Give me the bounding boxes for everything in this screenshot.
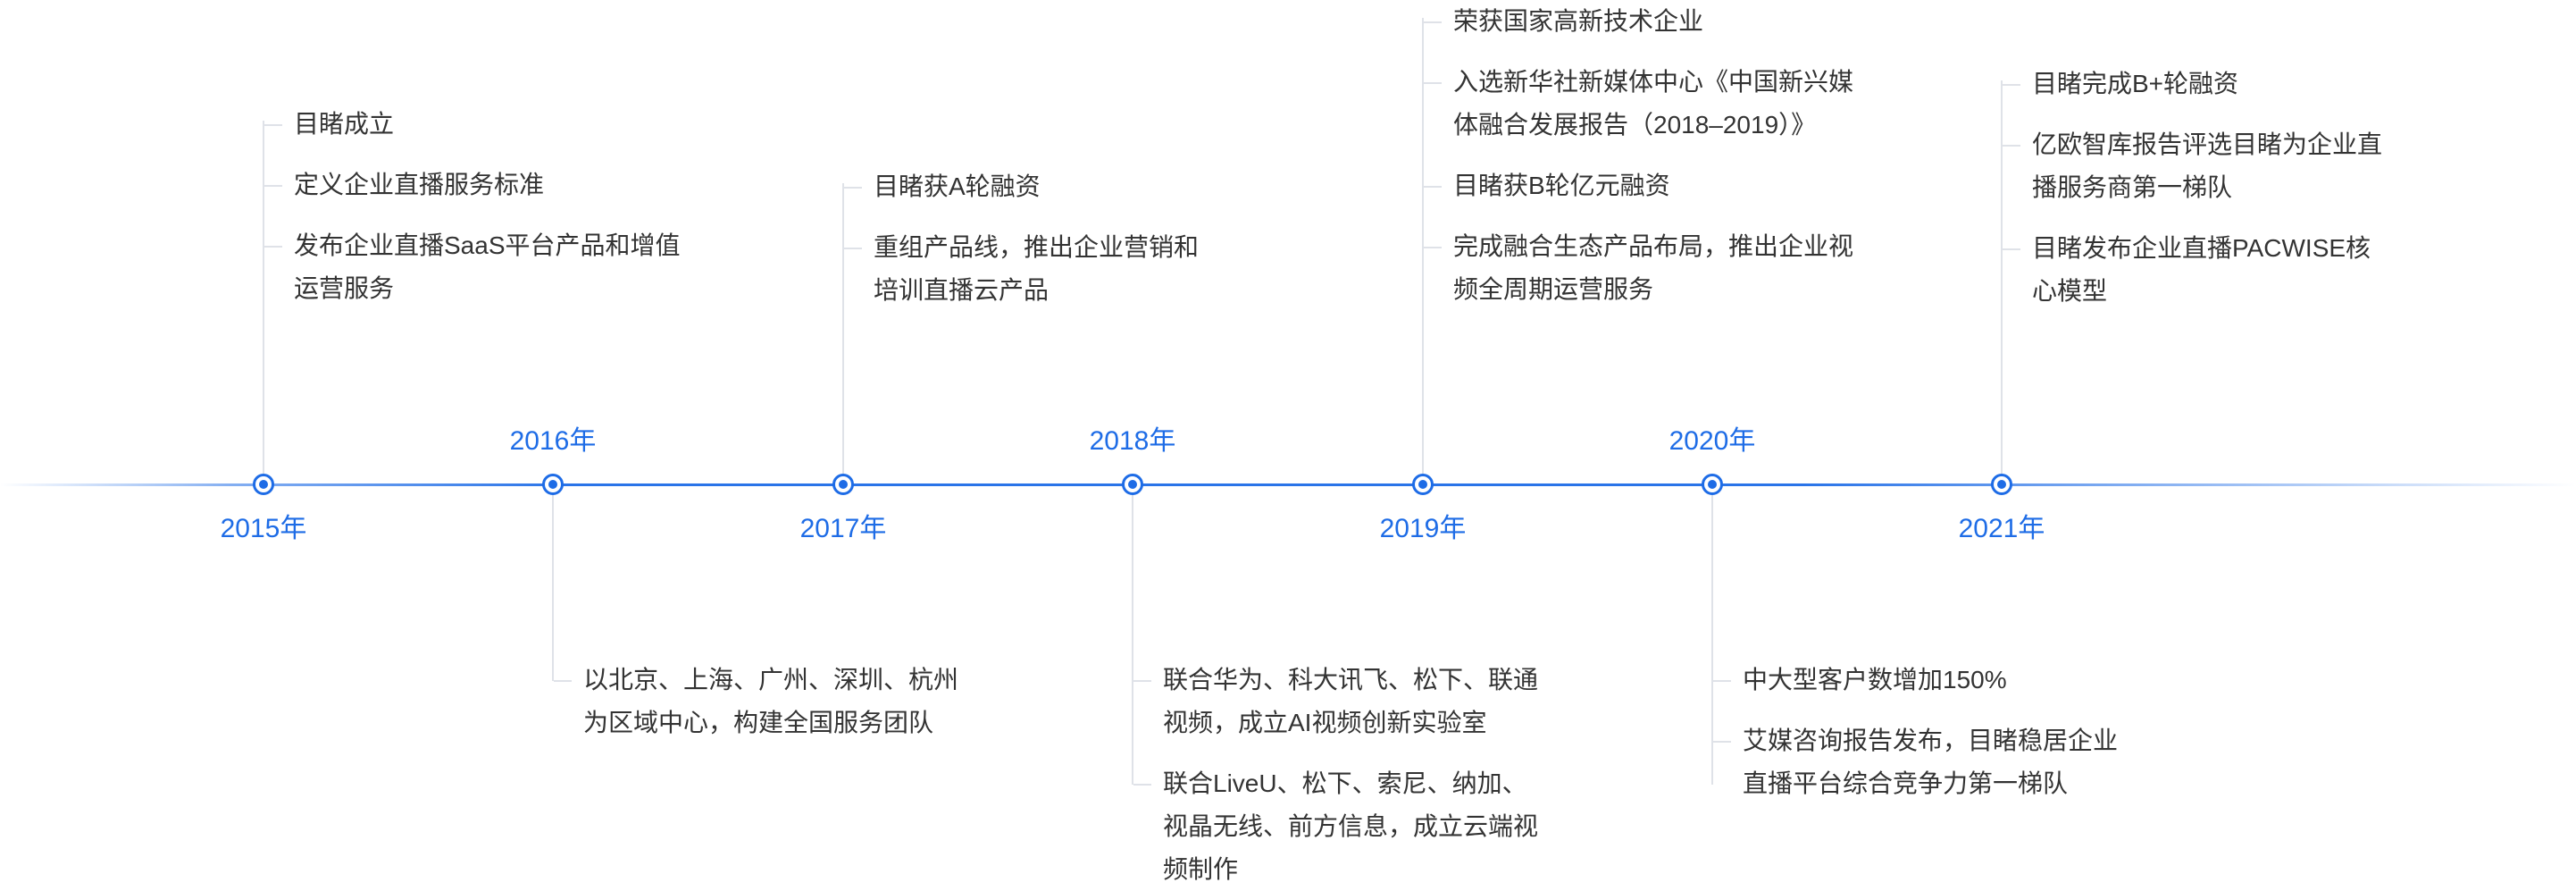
year-label: 2016年 — [509, 426, 597, 456]
event-item: 目睹获A轮融资 — [844, 165, 1213, 208]
event-item: 完成融合生态产品布局，推出企业视频全周期运营服务 — [1424, 225, 1873, 311]
timeline-node — [832, 474, 854, 495]
event-item: 目睹成立 — [264, 103, 687, 146]
event-group: 中大型客户数增加150% 艾媒咨询报告发布，目睹稳居企业直播平台综合竞争力第一梯队 — [1713, 659, 2118, 805]
event-group: 目睹成立定义企业直播服务标准发布企业直播SaaS平台产品和增值运营服务 — [264, 103, 687, 310]
event-connector — [1132, 495, 1133, 785]
year-label: 2017年 — [799, 514, 887, 543]
event-item: 目睹完成B+轮融资 — [2003, 63, 2389, 105]
timeline-node — [253, 474, 274, 495]
event-item: 目睹发布企业直播PACWISE核心模型 — [2003, 227, 2389, 313]
event-connector — [263, 121, 264, 474]
year-label: 2021年 — [1958, 514, 2045, 543]
timeline-node — [1122, 474, 1143, 495]
event-connector — [1422, 18, 1424, 474]
event-group: 荣获国家高新技术企业入选新华社新媒体中心《中国新兴媒体融合发展报告（2018–2… — [1424, 0, 1873, 311]
event-item: 定义企业直播服务标准 — [264, 164, 687, 206]
event-item: 以北京、上海、广州、深圳、杭州为区域中心，构建全国服务团队 — [554, 659, 958, 744]
event-item: 目睹获B轮亿元融资 — [1424, 164, 1873, 207]
event-group: 联合华为、科大讯飞、松下、联通视频，成立AI视频创新实验室联合LiveU、松下、… — [1133, 659, 1538, 891]
event-connector — [552, 495, 554, 681]
event-item: 联合华为、科大讯飞、松下、联通视频，成立AI视频创新实验室 — [1133, 659, 1538, 744]
event-connector — [842, 183, 844, 474]
timeline-node — [1412, 474, 1434, 495]
event-item: 亿欧智库报告评选目睹为企业直播服务商第一梯队 — [2003, 123, 2389, 209]
timeline-node — [542, 474, 564, 495]
event-group: 目睹获A轮融资重组产品线，推出企业营销和培训直播云产品 — [844, 165, 1213, 312]
event-item: 入选新华社新媒体中心《中国新兴媒体融合发展报告（2018–2019）》 — [1424, 61, 1873, 147]
event-group: 目睹完成B+轮融资亿欧智库报告评选目睹为企业直播服务商第一梯队目睹发布企业直播P… — [2003, 63, 2389, 313]
year-label: 2019年 — [1379, 514, 1467, 543]
event-item: 艾媒咨询报告发布，目睹稳居企业直播平台综合竞争力第一梯队 — [1713, 719, 2118, 805]
year-label: 2018年 — [1089, 426, 1176, 456]
event-connector — [1711, 495, 1713, 785]
event-item: 中大型客户数增加150% — [1713, 659, 2118, 702]
timeline-node — [1991, 474, 2012, 495]
timeline-axis — [0, 483, 2576, 486]
timeline-node — [1702, 474, 1723, 495]
event-item: 荣获国家高新技术企业 — [1424, 0, 1873, 43]
event-connector — [2001, 80, 2003, 474]
event-item: 发布企业直播SaaS平台产品和增值运营服务 — [264, 224, 687, 310]
event-item: 联合LiveU、松下、索尼、纳加、视晶无线、前方信息，成立云端视频制作 — [1133, 762, 1538, 891]
year-label: 2015年 — [220, 514, 307, 543]
event-item: 重组产品线，推出企业营销和培训直播云产品 — [844, 226, 1213, 312]
year-label: 2020年 — [1669, 426, 1756, 456]
event-group: 以北京、上海、广州、深圳、杭州为区域中心，构建全国服务团队 — [554, 659, 958, 744]
